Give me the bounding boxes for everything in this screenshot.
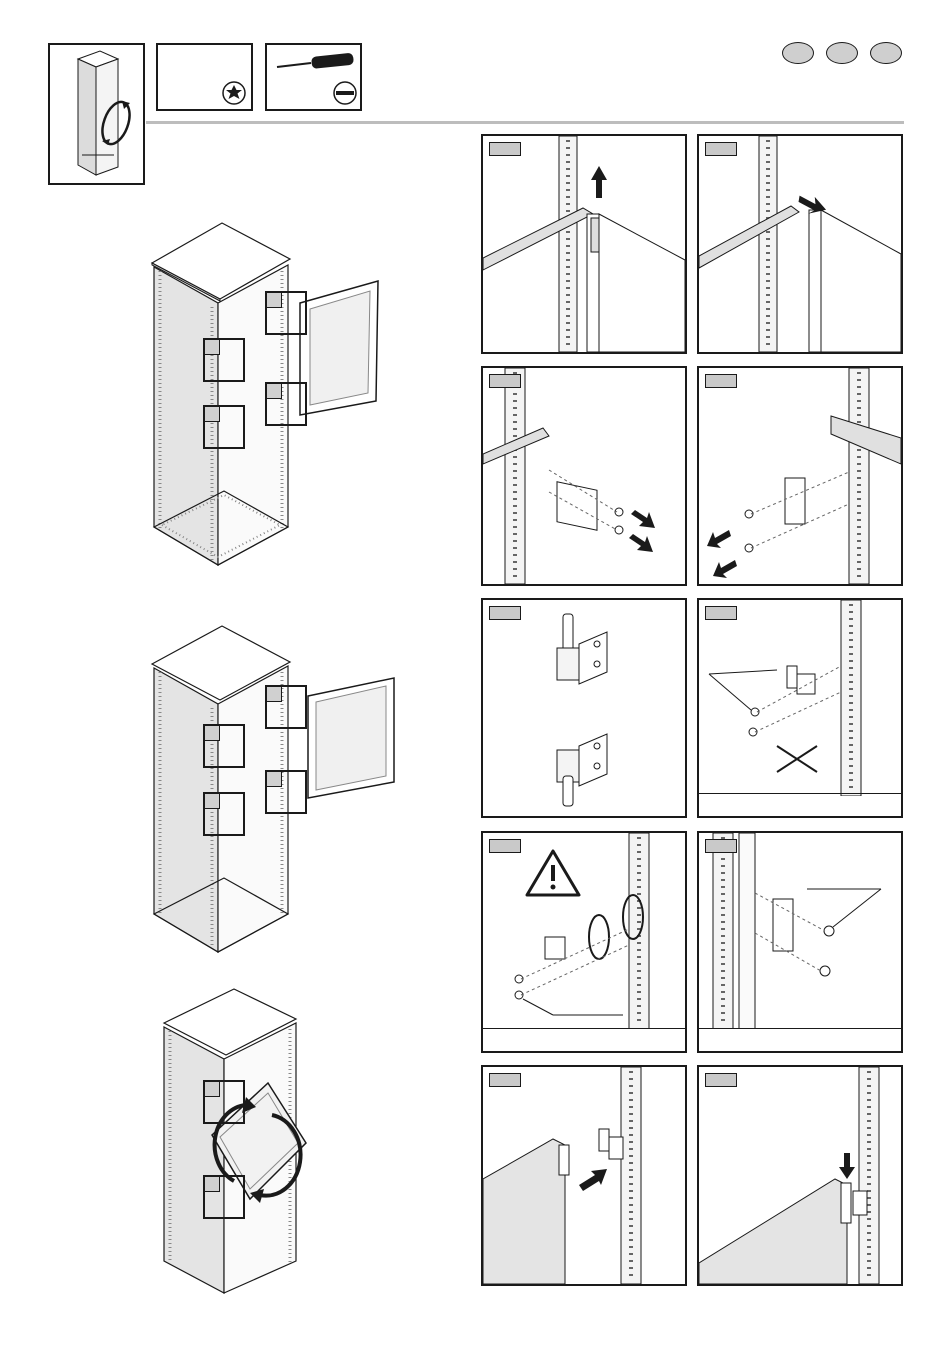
arrow-out-icon [629, 534, 653, 552]
callout-number [267, 384, 282, 399]
torx-icon [223, 82, 245, 104]
cross-icon [777, 746, 817, 772]
step-panel-9 [481, 1065, 687, 1286]
arrow-down-icon [839, 1153, 855, 1179]
step-label [489, 374, 521, 388]
callout-cab2-c [203, 724, 245, 768]
header-rule [146, 121, 904, 124]
cabinet-illustration-1 [140, 215, 400, 585]
step-panel-10 [697, 1065, 903, 1286]
callout-cab1-b [265, 382, 307, 426]
step-label [705, 374, 737, 388]
step-caption [699, 793, 901, 816]
step-panel-4 [697, 366, 903, 586]
callout-number [205, 726, 220, 741]
step-label [489, 142, 521, 156]
callout-cab1-a [265, 291, 307, 335]
language-badge-3[interactable] [870, 42, 902, 64]
language-badge-2[interactable] [826, 42, 858, 64]
step-label [489, 839, 521, 853]
step-panel-1 [481, 134, 687, 354]
step-panel-5 [481, 598, 687, 818]
cabinet-illustration-3 [150, 985, 330, 1305]
arrow-up-icon [591, 166, 607, 198]
callout-number [205, 407, 220, 422]
arrow-up-right-icon [579, 1169, 607, 1191]
step-label [705, 839, 737, 853]
callout-number [267, 772, 282, 787]
cabinet-illustration-2 [140, 622, 400, 967]
warning-icon [527, 851, 579, 895]
cabinet-rotate-door-icon [50, 45, 143, 183]
step-label [705, 606, 737, 620]
step-panel-8 [697, 831, 903, 1053]
step-panel-7 [481, 831, 687, 1053]
step-label [489, 1073, 521, 1087]
callout-cab1-d [203, 405, 245, 449]
step-panel-6 [697, 598, 903, 818]
cabinet-overview-thumbnail [48, 43, 145, 185]
slotted-screwdriver-icon [334, 82, 356, 104]
callout-cab2-a [265, 685, 307, 729]
callout-number [205, 794, 220, 809]
step-panel-3 [481, 366, 687, 586]
screwdriver-icon [277, 53, 354, 69]
step-panel-2 [697, 134, 903, 354]
arrow-out-icon [631, 510, 655, 528]
step-label [705, 1073, 737, 1087]
callout-cab2-d [203, 792, 245, 836]
callout-cab3-a [203, 1080, 245, 1124]
step-label [489, 606, 521, 620]
callout-number [205, 340, 220, 355]
arrow-out-left-icon [713, 560, 737, 578]
callout-number [267, 293, 282, 308]
callout-number [267, 687, 282, 702]
callout-cab3-b [203, 1175, 245, 1219]
callout-cab1-c [203, 338, 245, 382]
arrow-out-left-icon [707, 530, 731, 548]
step-caption [699, 1028, 901, 1051]
language-badge-1[interactable] [782, 42, 814, 64]
callout-number [205, 1082, 220, 1097]
tool-screwdriver-box [265, 43, 362, 111]
callout-cab2-b [265, 770, 307, 814]
step-caption [483, 1028, 685, 1051]
tool-torx-box [156, 43, 253, 111]
callout-number [205, 1177, 220, 1192]
step-label [705, 142, 737, 156]
hinge-detail-illustration [483, 600, 685, 816]
